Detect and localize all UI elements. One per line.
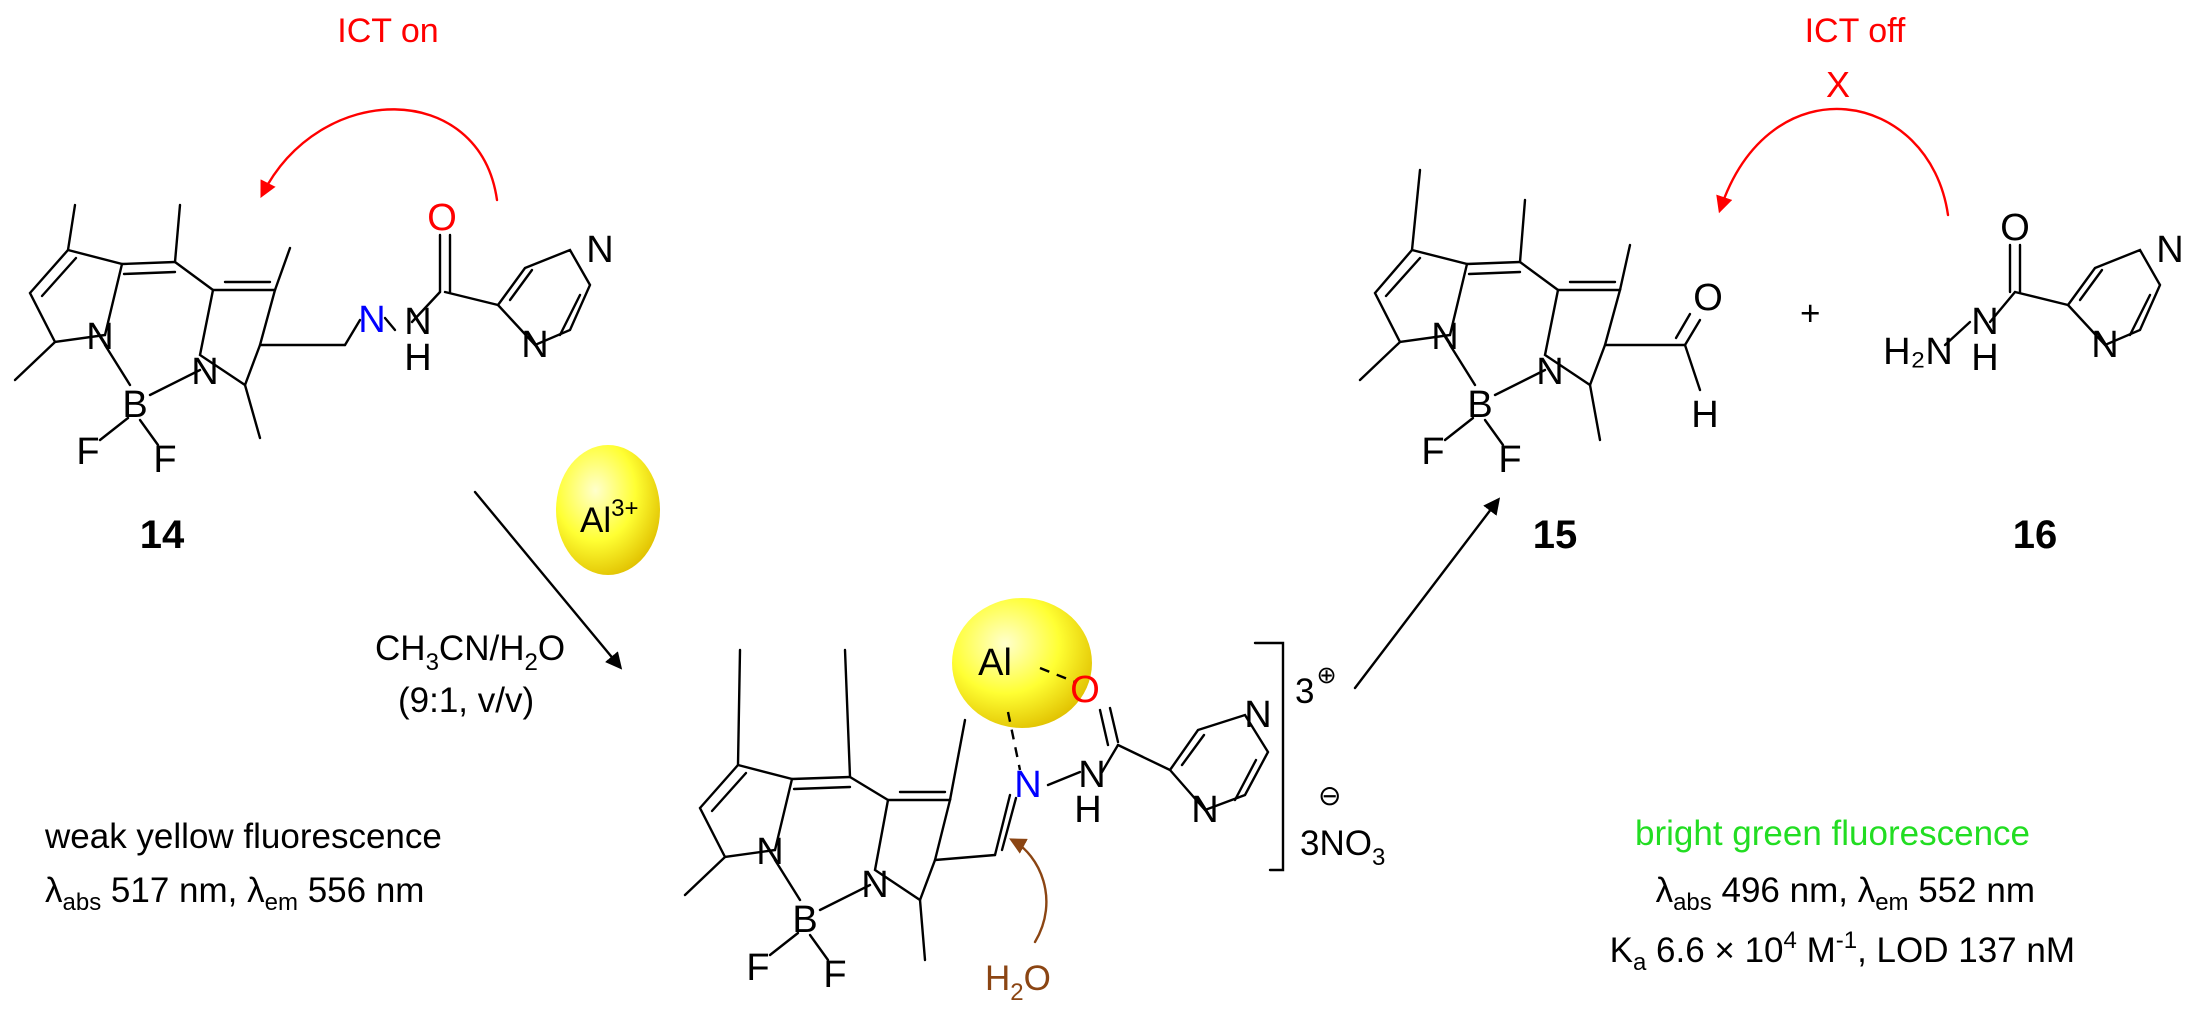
svg-text:N: N <box>2156 229 2183 271</box>
ict-off-arrow <box>1716 107 1950 217</box>
svg-text:N: N <box>586 229 613 271</box>
svg-text:F: F <box>1421 431 1444 473</box>
svg-text:H₂N: H₂N <box>1883 331 1953 373</box>
left-fluorescence-title: weak yellow fluorescence <box>44 817 442 856</box>
condition-solvent: CH3CN/H2O <box>375 629 565 676</box>
compound-14-structure: ICT on N B F F N <box>13 12 614 481</box>
right-binding-values: Ka 6.6 × 104 M-1, LOD 137 nM <box>1610 927 2075 976</box>
right-fluorescence-values: λabs 496 nm, λem 552 nm <box>1656 871 2035 916</box>
svg-text:N: N <box>2091 324 2118 366</box>
svg-text:H: H <box>1971 337 1998 379</box>
aluminum-complex-structure: Al N <box>683 598 1285 996</box>
ict-blocked-mark: X <box>1826 64 1850 105</box>
svg-text:O: O <box>1070 669 1100 711</box>
svg-text:N: N <box>1191 789 1218 831</box>
water-attack-arrow <box>1009 838 1048 944</box>
condition-ratio: (9:1, v/v) <box>398 681 534 720</box>
svg-text:N: N <box>358 299 385 341</box>
water-label: H2O <box>985 959 1051 1006</box>
ict-off-label: ICT off <box>1805 12 1906 50</box>
svg-text:N: N <box>521 324 548 366</box>
reaction-arrow-1 <box>473 490 623 670</box>
svg-text:N: N <box>1431 316 1458 358</box>
complex-metal-ball <box>952 598 1092 728</box>
svg-text:N: N <box>1078 754 1105 796</box>
svg-text:H: H <box>1691 394 1718 436</box>
svg-text:N: N <box>1536 351 1563 393</box>
svg-text:N: N <box>861 864 888 906</box>
svg-text:O: O <box>2000 207 2030 249</box>
ict-on-label: ICT on <box>337 12 438 50</box>
svg-text:N: N <box>191 351 218 393</box>
svg-text:F: F <box>153 439 176 481</box>
ict-on-arrow <box>260 108 499 202</box>
compound-15-structure: ICT off X N B F F N O H <box>1358 12 1950 481</box>
compound-16-structure: H₂N N H O N N <box>1883 207 2184 379</box>
svg-text:O: O <box>427 197 457 239</box>
svg-text:H: H <box>1074 789 1101 831</box>
svg-text:N: N <box>756 831 783 873</box>
compound-15-label: 15 <box>1533 513 1578 557</box>
svg-text:F: F <box>746 947 769 989</box>
svg-text:B: B <box>122 384 147 426</box>
svg-text:F: F <box>1498 439 1521 481</box>
svg-text:N: N <box>1244 694 1271 736</box>
metal-ion-ball <box>556 445 660 575</box>
reaction-arrow-2 <box>1353 497 1501 690</box>
svg-text:H: H <box>404 337 431 379</box>
metal-ion-label: Al3+ <box>580 495 639 540</box>
complex-metal-label: Al <box>978 642 1012 684</box>
svg-text:O: O <box>1693 277 1723 319</box>
counterion-sign: ⊖ <box>1318 780 1341 811</box>
right-fluorescence-title: bright green fluorescence <box>1635 814 2030 853</box>
svg-text:N: N <box>1971 301 1998 343</box>
compound-14-label: 14 <box>140 513 185 557</box>
counterion: 3NO3 <box>1300 824 1385 871</box>
svg-text:B: B <box>1467 384 1492 426</box>
svg-text:N: N <box>1014 764 1041 806</box>
complex-charge: 3⊕ <box>1295 662 1337 711</box>
plus-sign: + <box>1800 294 1820 333</box>
compound-16-label: 16 <box>2013 513 2058 557</box>
svg-text:N: N <box>86 316 113 358</box>
svg-text:N: N <box>404 301 431 343</box>
svg-text:B: B <box>792 899 817 941</box>
svg-text:F: F <box>76 431 99 473</box>
svg-text:F: F <box>823 954 846 996</box>
left-fluorescence-values: λabs 517 nm, λem 556 nm <box>45 871 424 916</box>
